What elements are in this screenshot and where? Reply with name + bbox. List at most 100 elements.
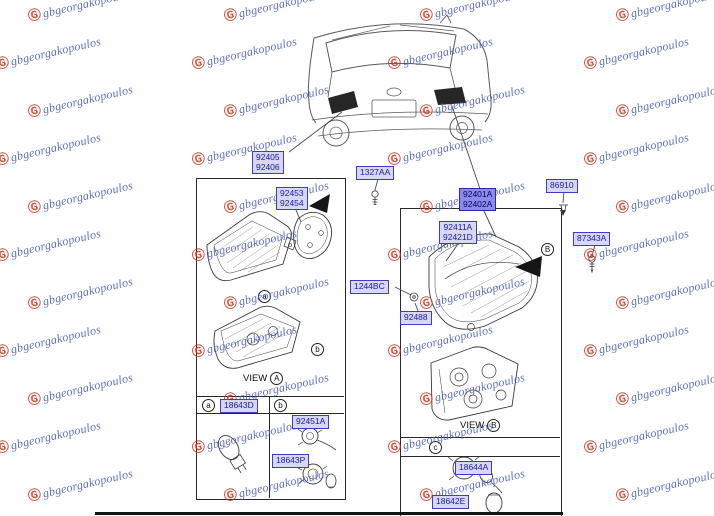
watermark-text: gbgeorgakopoulos: [629, 82, 714, 117]
watermark-logo-icon: Ⓖ: [26, 103, 43, 121]
part-label-86910[interactable]: 86910: [546, 179, 578, 193]
watermark-logo-icon: Ⓖ: [614, 295, 631, 313]
watermark-logo-icon: Ⓖ: [190, 55, 207, 73]
watermark-logo-icon: Ⓖ: [0, 151, 11, 169]
watermark: Ⓖgbgeorgakopoulos: [26, 366, 135, 410]
part-label-92405[interactable]: 92405 92406: [252, 151, 284, 174]
watermark-logo-icon: Ⓖ: [222, 103, 239, 121]
callout-a-marker: a: [258, 290, 271, 303]
part-label-1327AA[interactable]: 1327AA: [356, 166, 395, 180]
watermark: Ⓖgbgeorgakopoulos: [0, 126, 103, 170]
part-number: 92411A: [443, 222, 473, 232]
watermark-logo-icon: Ⓖ: [614, 487, 631, 505]
part-label-92451A[interactable]: 92451A: [292, 415, 330, 429]
watermark-logo-icon: Ⓖ: [582, 151, 599, 169]
watermark: Ⓖgbgeorgakopoulos: [614, 0, 714, 26]
watermark-logo-icon: Ⓖ: [0, 247, 11, 265]
watermark: Ⓖgbgeorgakopoulos: [582, 414, 691, 458]
watermark-logo-icon: Ⓖ: [614, 7, 631, 25]
part-label-92401A[interactable]: 92401A 92402A: [459, 188, 497, 211]
inner-lamp-sketch: [206, 194, 333, 369]
watermark-logo-icon: Ⓖ: [222, 7, 239, 25]
table-header-a-marker: a: [202, 399, 215, 412]
bulb-sketch-c: [447, 455, 503, 515]
watermark-text: gbgeorgakopoulos: [9, 418, 103, 453]
watermark-text: gbgeorgakopoulos: [597, 130, 691, 165]
watermark: Ⓖgbgeorgakopoulos: [26, 270, 135, 314]
part-number: 92454: [280, 197, 304, 208]
part-label-87343A[interactable]: 87343A: [573, 232, 611, 246]
watermark-text: gbgeorgakopoulos: [41, 466, 135, 501]
watermark-logo-icon: Ⓖ: [26, 199, 43, 217]
watermark-text: gbgeorgakopoulos: [9, 34, 103, 69]
watermark-logo-icon: Ⓖ: [582, 439, 599, 457]
watermark-logo-icon: Ⓖ: [582, 247, 599, 265]
watermark-text: gbgeorgakopoulos: [597, 322, 691, 357]
watermark-text: gbgeorgakopoulos: [629, 0, 714, 21]
part-number: 92453: [280, 188, 304, 198]
car-rear-sketch: [307, 14, 492, 147]
detail-box-left: [196, 178, 346, 500]
watermark-logo-icon: Ⓖ: [614, 199, 631, 217]
watermark: Ⓖgbgeorgakopoulos: [26, 0, 135, 26]
watermark-logo-icon: Ⓖ: [26, 7, 43, 25]
left-table-top-line: [196, 396, 344, 397]
watermark-logo-icon: Ⓖ: [0, 343, 11, 361]
view-b-letter: B: [487, 419, 501, 432]
watermark-text: gbgeorgakopoulos: [41, 178, 135, 213]
watermark: Ⓖgbgeorgakopoulos: [26, 462, 135, 506]
watermark-logo-icon: Ⓖ: [0, 439, 11, 457]
watermark: Ⓖgbgeorgakopoulos: [582, 318, 691, 362]
view-a-text: VIEW: [243, 373, 268, 384]
watermark-text: gbgeorgakopoulos: [41, 0, 135, 21]
view-a-caption: VIEW A: [243, 372, 284, 385]
watermark-text: gbgeorgakopoulos: [629, 274, 714, 309]
watermark: Ⓖgbgeorgakopoulos: [614, 462, 714, 506]
part-label-92488[interactable]: 92488: [400, 311, 432, 325]
part-label-1244BC[interactable]: 1244BC: [350, 280, 389, 294]
part-number: 92402A: [463, 198, 493, 209]
watermark-logo-icon: Ⓖ: [26, 391, 43, 409]
watermark-text: gbgeorgakopoulos: [597, 34, 691, 69]
part-number: 92401A: [463, 189, 493, 199]
part-label-18644A[interactable]: 18644A: [455, 461, 493, 475]
watermark: Ⓖgbgeorgakopoulos: [0, 318, 103, 362]
part-label-18642E[interactable]: 18642E: [432, 495, 470, 509]
watermark: Ⓖgbgeorgakopoulos: [614, 366, 714, 410]
watermark-text: gbgeorgakopoulos: [41, 370, 135, 405]
watermark: Ⓖgbgeorgakopoulos: [0, 222, 103, 266]
watermark-logo-icon: Ⓖ: [26, 295, 43, 313]
part-label-18643P[interactable]: 18643P: [272, 454, 310, 468]
table-header-b-marker: b: [274, 399, 287, 412]
part-label-92411A[interactable]: 92411A 92421D: [439, 221, 477, 244]
watermark-text: gbgeorgakopoulos: [629, 370, 714, 405]
watermark: Ⓖgbgeorgakopoulos: [26, 78, 135, 122]
socket-sketch-92451a: [297, 427, 337, 451]
view-a-letter: A: [270, 372, 284, 385]
outer-lamp-sketch: [428, 233, 542, 421]
watermark-logo-icon: Ⓖ: [614, 391, 631, 409]
watermark: Ⓖgbgeorgakopoulos: [582, 126, 691, 170]
callout-view-b-marker: B: [541, 243, 554, 256]
part-label-18643D[interactable]: 18643D: [220, 399, 258, 413]
watermark: Ⓖgbgeorgakopoulos: [0, 414, 103, 458]
watermark-text: gbgeorgakopoulos: [597, 226, 691, 261]
bulb-sketch-a: [217, 435, 247, 474]
view-b-caption: VIEW B: [460, 419, 501, 432]
watermark-text: gbgeorgakopoulos: [629, 466, 714, 501]
direction-arrow-icon: [515, 256, 542, 277]
table-header-c-marker: c: [429, 441, 442, 454]
callout-b-marker: b: [311, 343, 324, 356]
part-label-92453[interactable]: 92453 92454: [276, 187, 308, 210]
watermark-logo-icon: Ⓖ: [582, 55, 599, 73]
watermark-text: gbgeorgakopoulos: [9, 322, 103, 357]
watermark-text: gbgeorgakopoulos: [41, 82, 135, 117]
watermark-text: gbgeorgakopoulos: [9, 130, 103, 165]
left-table-column-divider: [269, 396, 270, 498]
watermark: Ⓖgbgeorgakopoulos: [614, 78, 714, 122]
watermark: Ⓖgbgeorgakopoulos: [26, 174, 135, 218]
watermark: Ⓖgbgeorgakopoulos: [0, 30, 103, 74]
part-number: 92421D: [443, 231, 473, 242]
watermark-logo-icon: Ⓖ: [190, 151, 207, 169]
